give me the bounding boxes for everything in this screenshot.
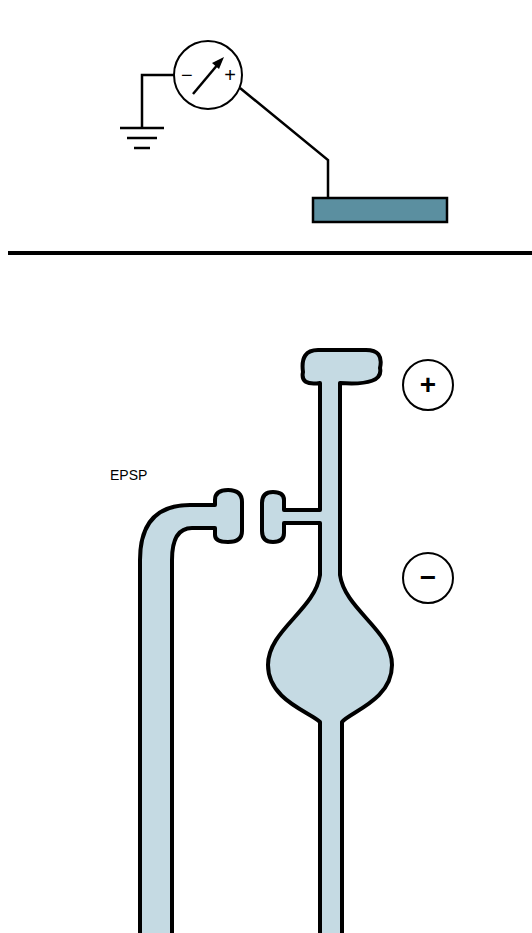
meter-sign: + xyxy=(224,65,236,85)
meter-sign: − xyxy=(181,65,193,85)
voltmeter: −+ xyxy=(173,40,243,110)
surface-line xyxy=(8,251,532,255)
pyramidal-neuron xyxy=(262,350,392,933)
ground-wire xyxy=(142,75,174,128)
polarity-circle: − xyxy=(402,552,454,604)
polarity-sign: − xyxy=(404,554,452,602)
presynaptic-axon xyxy=(140,490,242,933)
polarity-sign: + xyxy=(404,361,452,409)
potential-label: EPSP xyxy=(110,467,147,483)
polarity-circle: + xyxy=(402,359,454,411)
ground-symbol xyxy=(120,127,164,130)
meter-needle-head xyxy=(212,57,224,69)
ground-symbol xyxy=(134,147,150,150)
ground-symbol xyxy=(127,137,157,140)
electrode-wire xyxy=(240,88,328,198)
meter-needle xyxy=(193,63,219,94)
electrode xyxy=(313,198,447,222)
